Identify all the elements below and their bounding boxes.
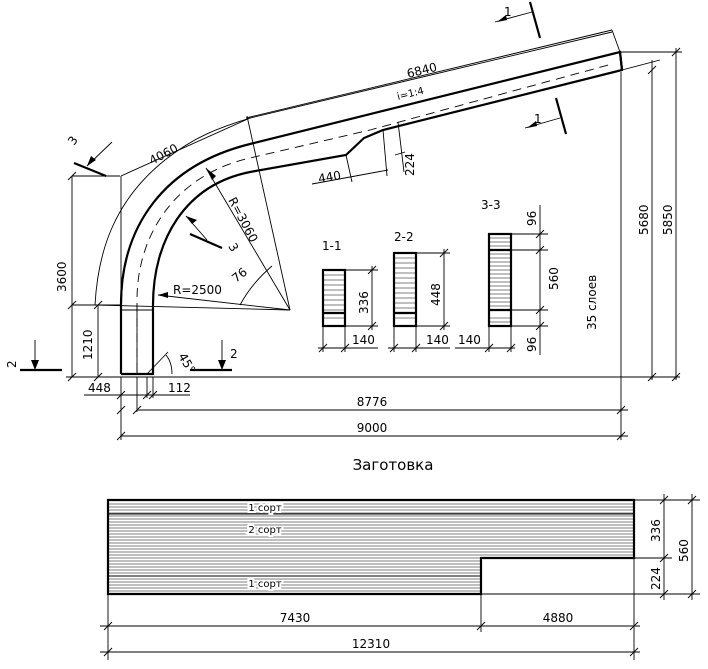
svg-text:1: 1 (534, 112, 542, 126)
dim-440-ext-a (345, 154, 353, 183)
dim-224-line (397, 121, 405, 173)
radius-4060-line (246, 115, 291, 311)
angle-45-arc (165, 354, 173, 375)
svg-text:3: 3 (225, 241, 241, 255)
dim-440-label: 440 (317, 168, 342, 186)
grade-mid-label: 2 сорт (248, 525, 282, 536)
dim-5680-ext (621, 59, 661, 71)
section-3-3-top: 96 (525, 211, 539, 226)
section-3-3-layers (489, 237, 511, 323)
blank-dim-560: 560 (677, 539, 691, 562)
dim-448-label: 448 (88, 381, 111, 395)
section-1-1-rect (321, 268, 347, 328)
dim-9000-label: 9000 (357, 421, 388, 435)
section-2-2-width: 140 (426, 333, 449, 347)
section-2-2-height: 448 (429, 283, 443, 306)
dim-112-label: 112 (168, 381, 191, 395)
section-1-1-height: 336 (357, 291, 371, 314)
angle-45-line (146, 351, 169, 375)
blank-dim-4880: 4880 (543, 611, 574, 625)
radius-outer-arrow (206, 168, 216, 180)
radius-outer-label: R=3060 (225, 195, 260, 245)
slope-label: i=1:4 (396, 86, 425, 103)
dim-440-line (311, 169, 389, 185)
dim-440-ext-b (382, 129, 388, 177)
frame-outer-contour (119, 50, 624, 376)
blank-title: Заготовка (353, 456, 434, 474)
radius-base-line (94, 304, 291, 311)
blank-dim-7430: 7430 (280, 611, 311, 625)
section-3-3-middle: 560 (547, 267, 561, 290)
blank-drawing: Заготовка 1 сорт 2 сорт 1 сорт 336 224 5… (100, 456, 700, 660)
section-3-3: 3-3 96 560 96 35 слоев 140 (455, 198, 599, 355)
dim-3600-label: 3600 (55, 261, 69, 292)
geometric-chord (120, 117, 251, 177)
section-2-2-rect (392, 251, 418, 328)
blank-layers (108, 503, 634, 592)
frame-elevation: R=3060 R=2500 76 6840 i=1:4 4060 224 440… (5, 1, 682, 440)
section-3-3-rect (487, 232, 513, 328)
section-2-2-layers (394, 257, 416, 319)
section-mark-2-left: 2 (5, 340, 62, 372)
angle-45-label: 45° (175, 351, 198, 376)
dim-224-ext-a (382, 123, 405, 131)
svg-text:1: 1 (504, 5, 512, 19)
dim-6840-ext (611, 29, 621, 53)
dim-4060-label: 4060 (147, 141, 181, 168)
dim-5850-label: 5850 (661, 204, 675, 235)
section-1-1: 1-1 336 140 (318, 239, 378, 352)
svg-text:2: 2 (5, 360, 19, 368)
section-2-2-title: 2-2 (394, 230, 414, 244)
dim-224-ext-b (394, 151, 406, 156)
blank-dim-336: 336 (649, 519, 663, 542)
dim-8776-label: 8776 (357, 395, 388, 409)
section-1-1-width: 140 (352, 333, 375, 347)
svg-text:3: 3 (65, 133, 81, 147)
svg-text:2: 2 (230, 347, 238, 361)
section-mark-3-left: 3 (65, 133, 113, 178)
geometric-contour (94, 31, 613, 306)
dimension-ticks (67, 47, 697, 657)
section-1-1-title: 1-1 (322, 239, 342, 253)
dim-6840-line (245, 29, 613, 119)
angle-76-label: 76 (229, 265, 250, 285)
section-mark-1-bottom: 1 (524, 97, 568, 135)
dim-1210-label: 1210 (81, 329, 95, 360)
section-2-2: 2-2 448 140 (388, 230, 450, 352)
radius-inner-arrow (158, 292, 168, 298)
section-layers-label: 35 слоев (585, 275, 599, 330)
section-1-1-layers (323, 274, 345, 319)
blank-dim-224: 224 (649, 567, 663, 590)
radius-outer-line (205, 167, 291, 311)
section-mark-3-right: 3 (185, 215, 241, 255)
dim-6840-label: 6840 (405, 60, 438, 81)
section-mark-1-top: 1 (494, 1, 542, 39)
angle-arc-76 (239, 265, 273, 306)
section-3-3-title: 3-3 (481, 198, 501, 212)
grade-top-label: 1 сорт (248, 503, 282, 514)
frame-end-line (618, 51, 624, 71)
dim-224-label: 224 (403, 153, 417, 176)
grade-bot-label: 1 сорт (248, 579, 282, 590)
section-3-3-width: 140 (458, 333, 481, 347)
frame-axis-dashed (136, 63, 613, 372)
blank-dim-12310: 12310 (352, 637, 390, 651)
section-mark-2-right: 2 (190, 340, 238, 372)
radius-inner-label: R=2500 (173, 283, 222, 297)
radius-inner-line (157, 294, 291, 311)
section-3-3-bottom: 96 (525, 337, 539, 352)
dim-5680-label: 5680 (637, 204, 651, 235)
